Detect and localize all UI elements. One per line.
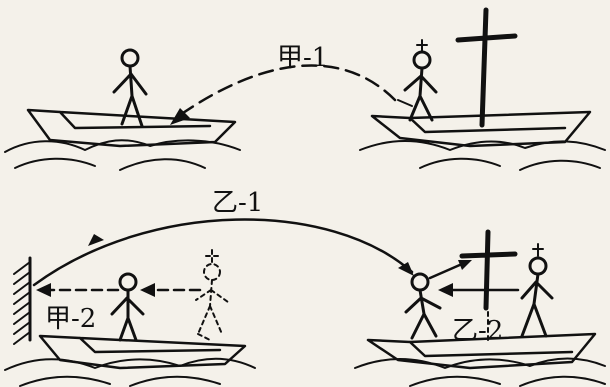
cross-top bbox=[455, 7, 518, 128]
waves-top-right bbox=[359, 140, 606, 171]
arrow-yi1-path bbox=[32, 218, 414, 287]
person-jia-on-boat-bottom bbox=[404, 272, 442, 340]
arrow-yi1-mid-head bbox=[88, 234, 104, 246]
arrow-jia1-head bbox=[170, 108, 190, 125]
arrow-yi2-head bbox=[438, 283, 453, 297]
label-jia1: 甲-1 bbox=[277, 43, 329, 73]
arrow-yi1-end-head bbox=[398, 262, 414, 276]
person-jia-top bbox=[112, 48, 148, 128]
arrow-ghost-to-jia-head bbox=[140, 283, 155, 297]
boat-bottom-left bbox=[38, 334, 247, 370]
boat-bottom-right bbox=[366, 332, 597, 370]
boat-top-left bbox=[26, 108, 237, 148]
label-yi1: 乙-1 bbox=[212, 188, 264, 218]
person-yi-bottom bbox=[520, 243, 554, 338]
arrow-jia1-path bbox=[178, 64, 397, 117]
label-yi2: 乙-2 bbox=[452, 316, 504, 346]
arrow-person-to-cross-head bbox=[458, 260, 472, 270]
arrow-person-to-cross bbox=[428, 262, 464, 280]
arrow-jia2-head bbox=[36, 283, 51, 297]
person-yi-top bbox=[397, 39, 438, 122]
cross-bottom bbox=[459, 229, 518, 341]
person-jia-bottom bbox=[110, 272, 145, 342]
label-jia2: 甲-2 bbox=[45, 304, 97, 334]
wall bbox=[13, 256, 32, 345]
person-ghost-dashed bbox=[195, 249, 229, 341]
waves-top-left bbox=[4, 139, 241, 171]
waves-bottom-left bbox=[4, 357, 256, 387]
